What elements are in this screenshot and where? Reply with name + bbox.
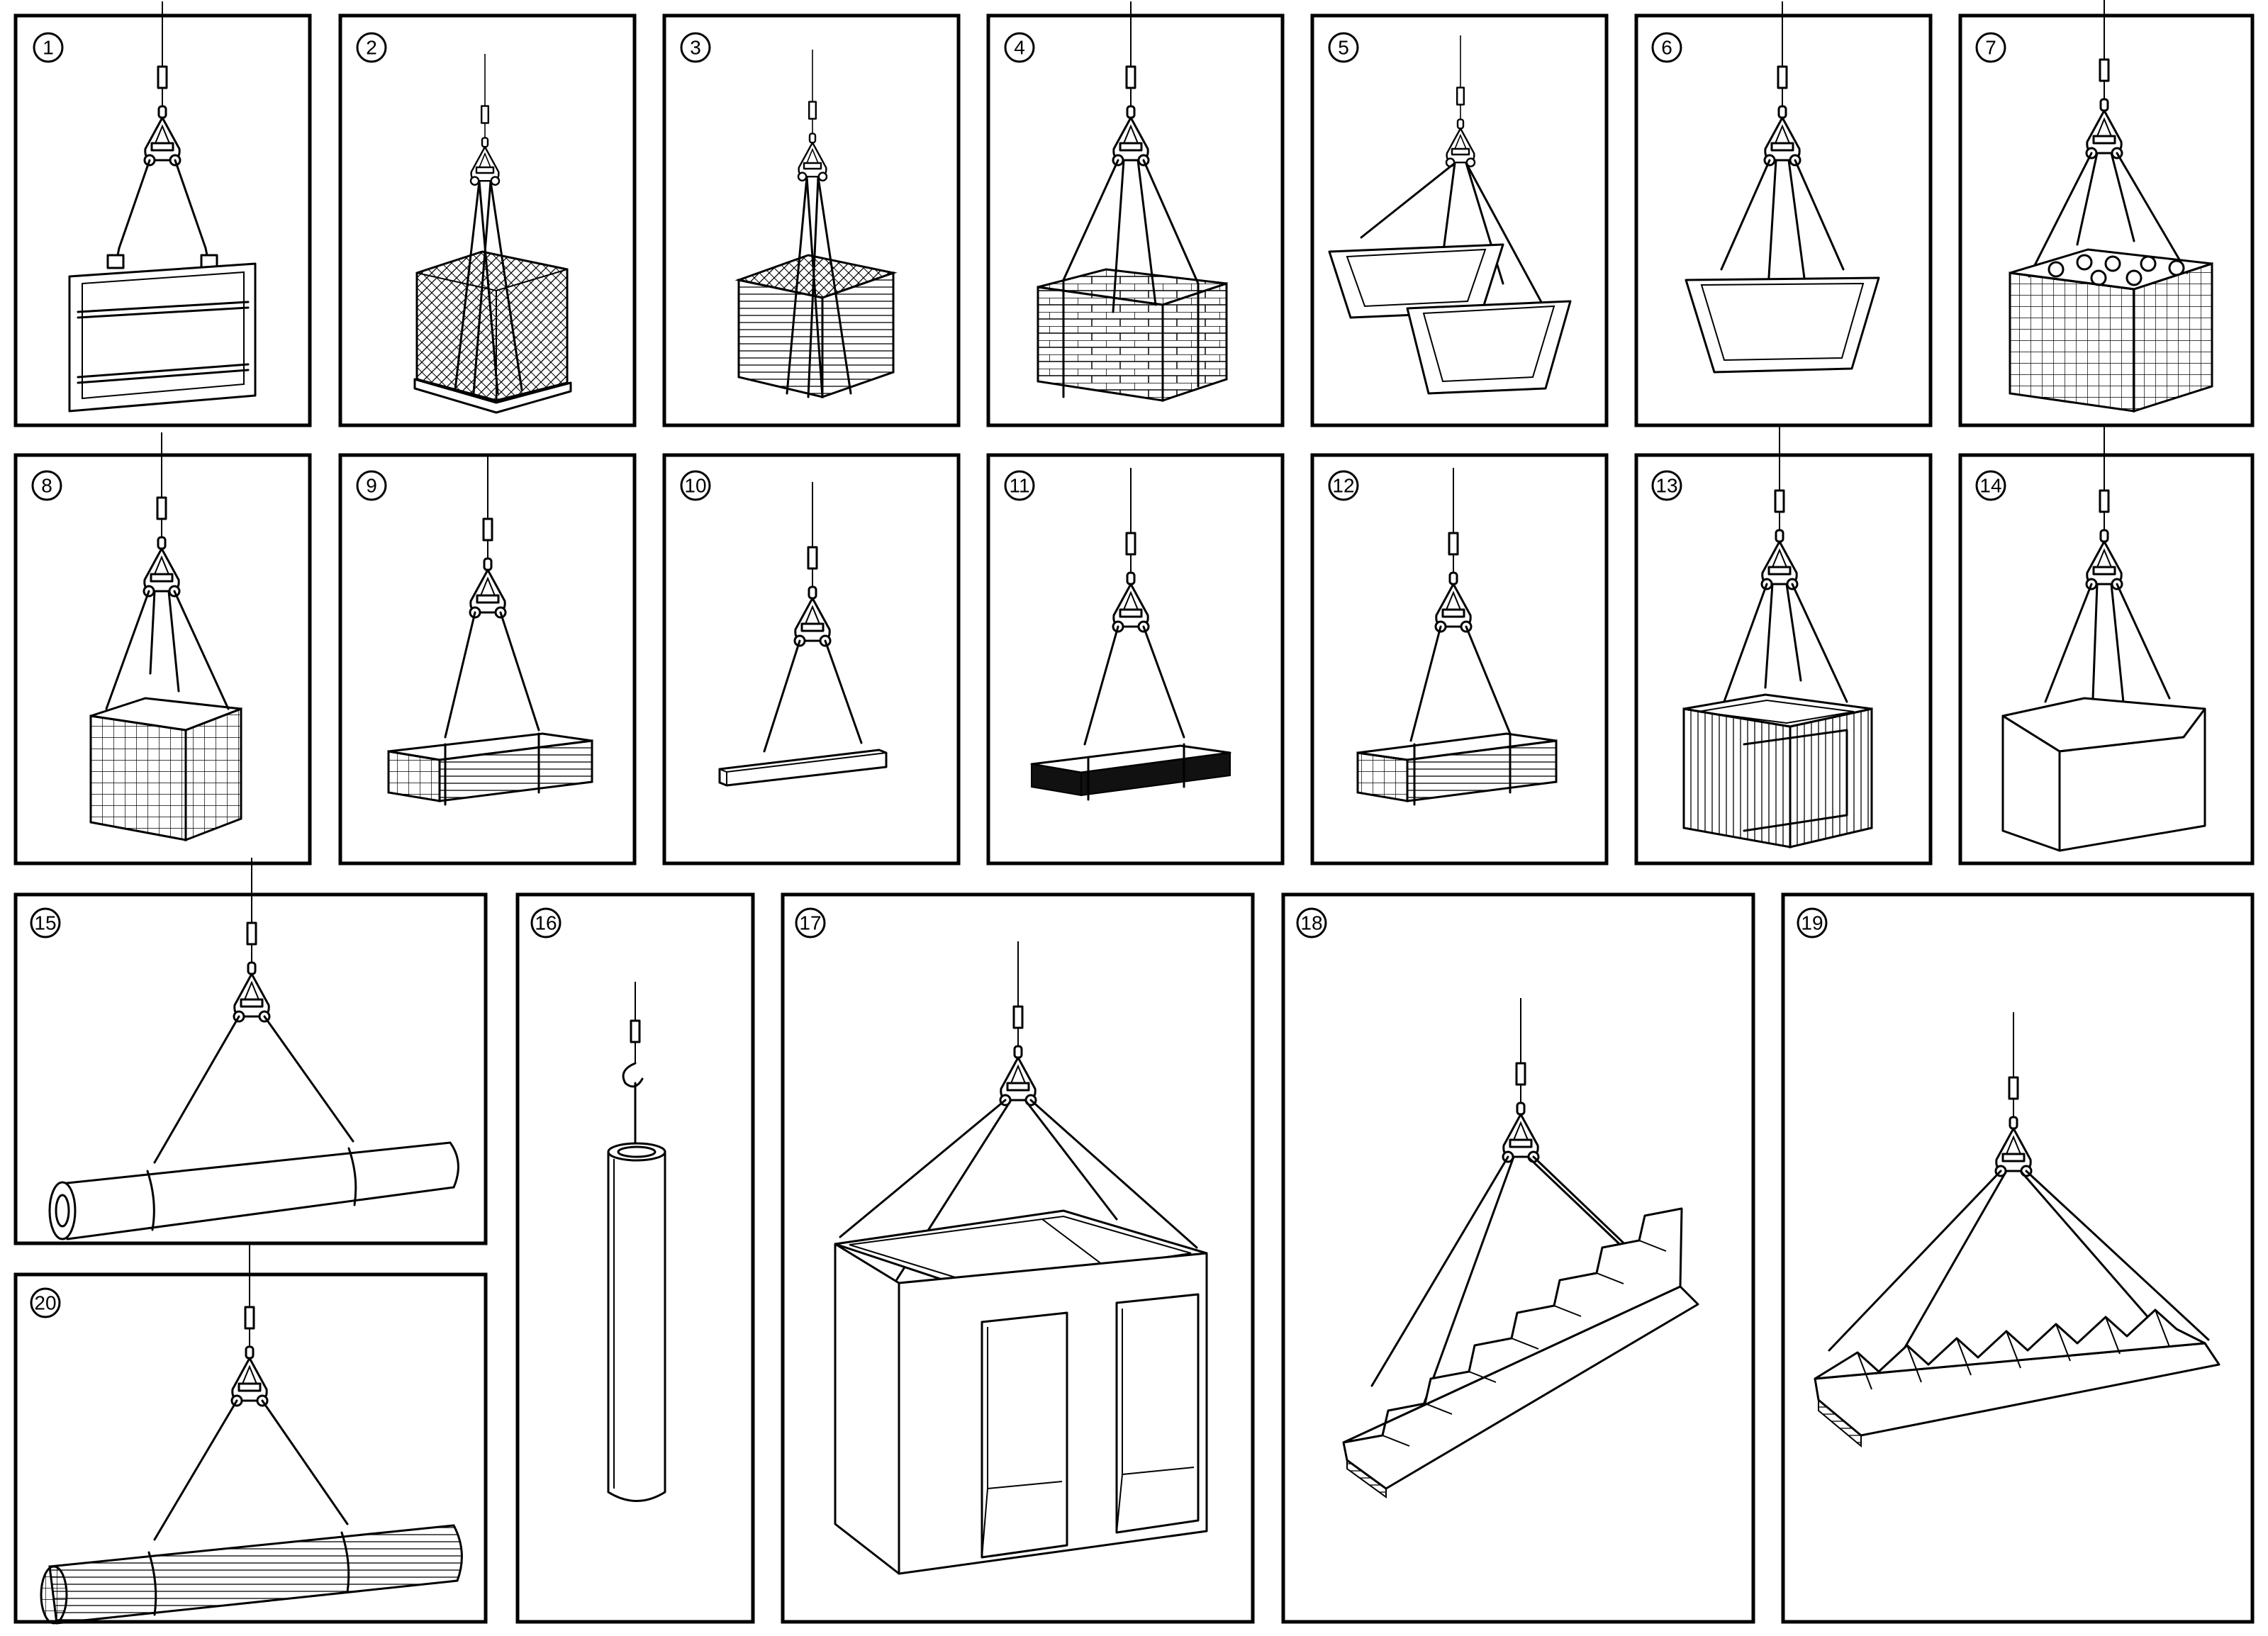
panel-2: 2 — [338, 13, 637, 427]
panel-number: 3 — [690, 37, 701, 59]
panel-number-badge — [33, 32, 64, 63]
panel-20: 20 — [13, 1240, 488, 1625]
panel-frame — [662, 453, 961, 865]
panel-number: 12 — [1332, 475, 1354, 497]
panel-10: 10 — [662, 453, 961, 865]
panel-11: 11 — [986, 453, 1285, 865]
sling-legs — [444, 611, 540, 739]
panel-6: 6 — [1634, 0, 1933, 427]
vertical-pipe-load — [607, 1142, 666, 1502]
panel-number-badge — [530, 907, 562, 939]
panel-frame — [1281, 892, 1755, 1624]
panel-number: 18 — [1300, 912, 1322, 934]
panel-number-badge — [1975, 32, 2006, 63]
panel-12: 12 — [1310, 453, 1609, 865]
panel-13: 13 — [1634, 424, 1933, 865]
panel-number: 1 — [43, 37, 54, 59]
timber-bundle-load — [387, 732, 593, 806]
panel-number-badge — [1975, 470, 2006, 501]
empty-mesh-cage-load — [89, 697, 242, 842]
panel-number: 8 — [41, 475, 52, 497]
panel-number: 4 — [1014, 37, 1025, 59]
double-hopper-skip-load — [1328, 243, 1572, 395]
sling-legs — [153, 1015, 354, 1164]
panel-5: 5 — [1310, 13, 1609, 427]
panel-number: 11 — [1009, 475, 1029, 497]
panel-8: 8 — [13, 431, 312, 865]
panel-9: 9 — [338, 452, 637, 865]
panel-number-badge — [31, 470, 62, 501]
pipe-bundle-load — [40, 1524, 463, 1625]
panel-number: 7 — [1985, 37, 1996, 59]
sling-legs — [105, 590, 230, 710]
panel-number-badge — [1328, 32, 1359, 63]
panel-19: 19 — [1781, 892, 2255, 1624]
single-hopper-skip-load — [1685, 276, 1880, 374]
panel-number: 14 — [1979, 475, 2001, 497]
panel-number-badge — [1328, 470, 1359, 501]
sling-legs — [2028, 152, 2189, 278]
panel-frame — [1310, 453, 1609, 865]
panel-number: 16 — [535, 912, 557, 934]
sling-legs — [1721, 583, 1848, 707]
panel-number: 13 — [1655, 475, 1677, 497]
panel-frame — [986, 453, 1285, 865]
panel-number: 2 — [366, 37, 377, 59]
panel-number: 9 — [366, 475, 377, 497]
panel-16: 16 — [515, 892, 755, 1624]
panel-number: 5 — [1338, 37, 1349, 59]
panel-frame — [1781, 892, 2255, 1624]
panel-number-badge — [1651, 32, 1682, 63]
panel-3: 3 — [662, 13, 961, 427]
panel-number-badge — [1797, 907, 1828, 939]
inclined-staircase-load — [1342, 1207, 1699, 1498]
panel-number-badge — [680, 470, 711, 501]
dark-sheet-bundle-load — [1030, 743, 1231, 801]
pipe-load — [48, 1141, 459, 1240]
slatted-box-load — [1682, 693, 1873, 848]
panel-17: 17 — [781, 892, 1255, 1624]
bar-bundle-load — [1356, 732, 1558, 806]
closed-block-load — [2001, 697, 2206, 852]
flat-frame-load — [68, 262, 257, 413]
brick-stack-load — [1037, 268, 1228, 403]
stacked-blocks-on-pallet-load — [413, 250, 572, 414]
panel-number: 6 — [1661, 37, 1672, 59]
panel-number: 20 — [34, 1292, 56, 1314]
panel-number: 15 — [34, 912, 56, 934]
panel-number-badge — [680, 32, 711, 63]
panel-number-badge — [30, 1287, 61, 1318]
panel-number: 17 — [799, 912, 821, 934]
concrete-box-unit-load — [834, 1209, 1208, 1575]
sling-legs — [153, 1399, 349, 1541]
panel-7: 7 — [1958, 0, 2255, 427]
blocks-in-crate-load — [734, 254, 898, 399]
mesh-cage-with-rolls-load — [2009, 248, 2213, 413]
panel-number-badge — [1004, 470, 1035, 501]
panel-18: 18 — [1281, 892, 1755, 1624]
panel-number-badge — [30, 907, 61, 939]
panel-1: 1 — [13, 0, 312, 427]
panel-4: 4 — [986, 0, 1285, 427]
panel-number-badge — [1296, 907, 1327, 939]
staircase-flat-load — [1814, 1309, 2220, 1448]
panel-number-badge — [795, 907, 826, 939]
sling-legs — [1409, 625, 1512, 742]
panel-number-badge — [1004, 32, 1035, 63]
sling-legs — [1083, 625, 1185, 746]
panel-number-badge — [1651, 470, 1682, 501]
sling-legs — [763, 639, 863, 753]
panel-number-badge — [356, 32, 387, 63]
panel-number: 10 — [684, 475, 706, 497]
panel-number-badge — [356, 470, 387, 501]
single-beam-load — [718, 749, 888, 787]
panel-number: 19 — [1801, 912, 1823, 934]
sling-legs — [106, 159, 218, 269]
panel-14: 14 — [1958, 424, 2255, 865]
panel-15: 15 — [13, 856, 488, 1245]
